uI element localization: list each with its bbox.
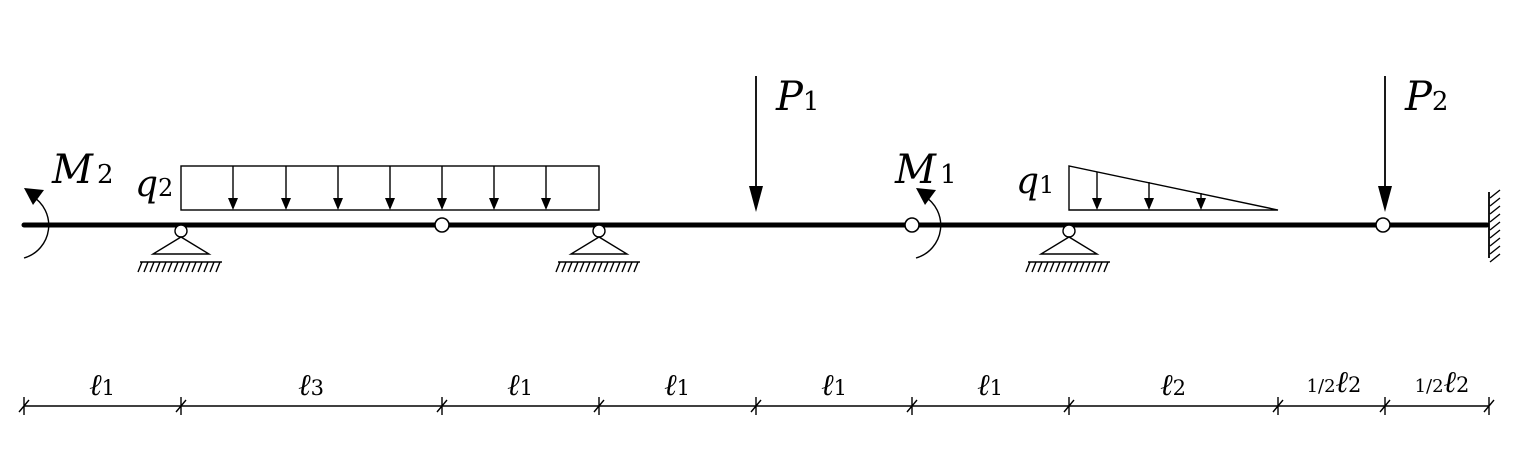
triangular-load-q1 — [1068, 165, 1279, 211]
moment-m2 — [23, 188, 50, 259]
pin-support-3 — [1025, 224, 1110, 273]
dim-label-7: ℓ2 — [1160, 368, 1186, 403]
uniform-load-q2 — [180, 165, 600, 211]
hinge-1 — [434, 217, 450, 233]
pin-support-1 — [137, 224, 222, 273]
hinge-2 — [904, 217, 920, 233]
dim-label-2: ℓ3 — [298, 368, 324, 403]
dim-label-4: ℓ1 — [664, 368, 690, 403]
hinge-3 — [1375, 217, 1391, 233]
load-label-p2: P2 — [1404, 74, 1448, 120]
dim-label-5: ℓ1 — [821, 368, 847, 403]
moment-m1 — [915, 188, 942, 259]
pin-support-2 — [555, 224, 640, 273]
dim-label-9: 1/2ℓ2 — [1415, 365, 1470, 400]
point-load-p2 — [1378, 76, 1392, 212]
load-label-q2: q2 — [135, 164, 173, 205]
dim-label-6: ℓ1 — [977, 368, 1003, 403]
point-load-p1 — [749, 76, 763, 212]
dim-label-1: ℓ1 — [89, 368, 115, 403]
load-label-q1: q1 — [1016, 161, 1054, 202]
dimension-line — [18, 397, 1495, 415]
fixed-support — [1488, 189, 1501, 263]
dim-label-3: ℓ1 — [507, 368, 533, 403]
load-label-p1: P1 — [775, 74, 819, 120]
dim-label-8: 1/2ℓ2 — [1307, 365, 1362, 400]
